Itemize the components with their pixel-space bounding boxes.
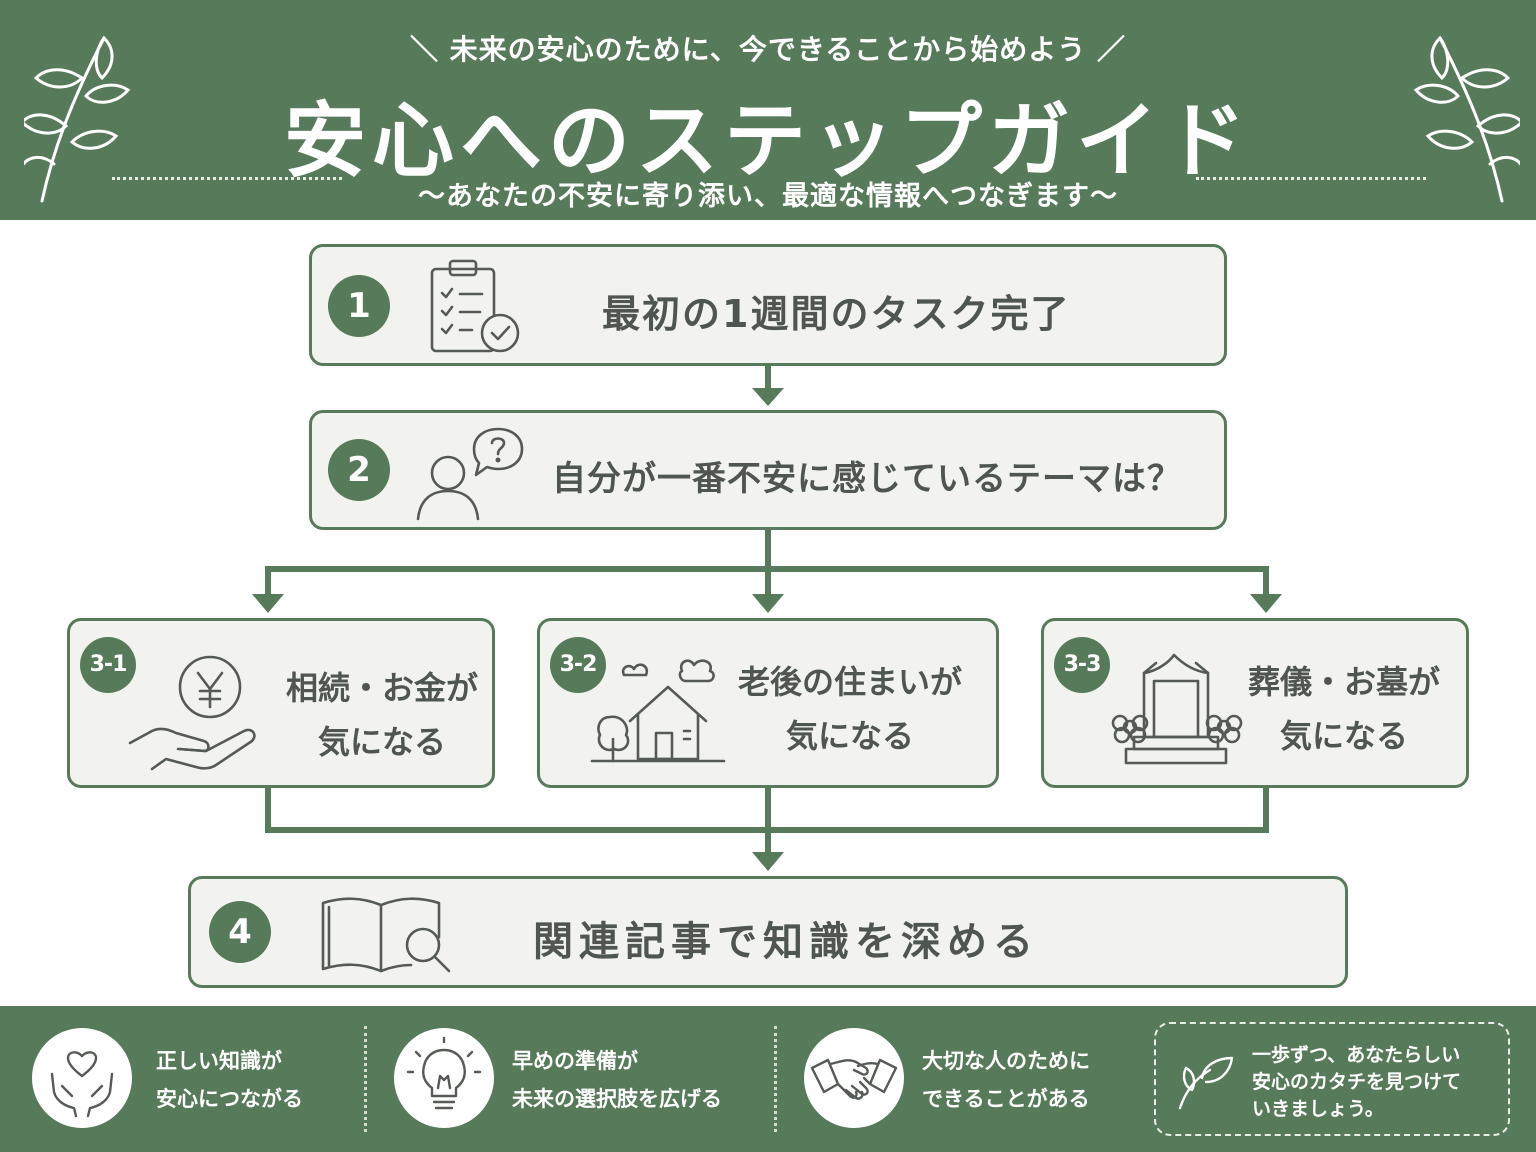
step-3-2-line2: 気になる — [786, 717, 915, 755]
footer-item-2-text: 早めの準備が 未来の選択肢を広げる — [512, 1042, 722, 1118]
step-4-label: 関連記事で知識を深める — [533, 919, 1039, 965]
grave-flowers-icon — [1111, 653, 1243, 765]
header-banner: ＼ 未来の安心のために、今できることから始めよう ／ 安心へのステップガイド 〜… — [0, 0, 1536, 220]
step-2-label: 自分が一番不安に感じているテーマは？ — [552, 459, 1182, 499]
footer-item-1-badge — [32, 1028, 132, 1128]
leaf-icon — [1178, 1056, 1234, 1110]
step-3-1-number: 3-1 — [80, 637, 136, 693]
step-3-1-line2: 気になる — [318, 723, 447, 761]
person-question-icon — [416, 427, 524, 521]
step-3-3-box: 3-3 葬儀・お墓が 気になる — [1041, 618, 1469, 788]
footer-item-1-line2: 安心につながる — [156, 1087, 303, 1111]
step-2-box: 2 自分が一番不安に感じているテーマは？ — [309, 410, 1227, 530]
lightbulb-icon — [406, 1036, 482, 1110]
left-leaf-branch-icon — [24, 35, 131, 203]
page-title: 安心へのステップガイド — [283, 94, 1252, 189]
footer-message-line1: 一歩ずつ、あなたらしい — [1252, 1044, 1461, 1066]
footer-item-1-line1: 正しい知識が — [156, 1049, 282, 1073]
arrow-2-to-31 — [252, 594, 284, 613]
step-3-3-number: 3-3 — [1054, 637, 1110, 693]
step-3-1-line1: 相続・お金が — [286, 669, 479, 707]
footer-item-2-line1: 早めの準備が — [512, 1049, 638, 1073]
footer-item-3-text: 大切な人のために できることがある — [922, 1042, 1090, 1118]
footer-message-box: 一歩ずつ、あなたらしい 安心のカタチを見つけて いきましょう。 — [1154, 1022, 1510, 1136]
heart-hands-icon — [50, 1051, 114, 1118]
footer-item-3-line2: できることがある — [922, 1087, 1090, 1111]
footer-item-3-line1: 大切な人のために — [922, 1049, 1090, 1073]
footer-item-2-badge — [394, 1028, 494, 1128]
step-3-3-label: 葬儀・お墓が 気になる — [1248, 655, 1440, 763]
arrow-3-to-4 — [752, 852, 784, 871]
step-3-2-label: 老後の住まいが 気になる — [738, 655, 962, 763]
step-3-2-number: 3-2 — [550, 637, 606, 693]
arrow-1-to-2 — [752, 388, 784, 406]
footer-divider-1 — [364, 1026, 367, 1132]
step-3-3-line2: 気になる — [1280, 717, 1409, 755]
step-1-box: 1 最初の1週間のタスク完了 — [309, 244, 1227, 366]
footer-message-line2: 安心のカタチを見つけて — [1252, 1071, 1462, 1093]
step-3-1-box: 3-1 相続・お金が 気になる — [67, 618, 495, 788]
footer-item-2-line2: 未来の選択肢を広げる — [512, 1087, 722, 1111]
house-icon — [590, 659, 726, 763]
step-3-2-box: 3-2 老後の住まいが 気になる — [537, 618, 999, 788]
yen-hand-icon — [128, 655, 256, 771]
header-tagline: ＼ 未来の安心のために、今できることから始めよう ／ — [409, 33, 1127, 66]
step-3-3-line1: 葬儀・お墓が — [1248, 663, 1441, 701]
step-3-2-line1: 老後の住まいが — [738, 663, 963, 701]
footer-message-text: 一歩ずつ、あなたらしい 安心のカタチを見つけて いきましょう。 — [1252, 1042, 1461, 1123]
step-3-1-label: 相続・お金が 気になる — [286, 661, 478, 769]
footer-message-line3: いきましょう。 — [1252, 1098, 1384, 1120]
clipboard-check-icon — [430, 259, 520, 353]
right-leaf-branch-icon — [1413, 35, 1520, 203]
step-1-number: 1 — [328, 275, 390, 337]
book-search-icon — [321, 897, 451, 973]
footer-item-3-badge — [804, 1028, 904, 1128]
step-4-number: 4 — [209, 901, 271, 963]
handshake-icon — [810, 1058, 898, 1100]
footer-banner: 正しい知識が 安心につながる 早めの準備が 未来の選択肢を広げる — [0, 1006, 1536, 1152]
left-dotted-divider — [112, 177, 342, 180]
right-dotted-divider — [1196, 177, 1426, 180]
arrow-2-to-33 — [1250, 594, 1282, 613]
step-4-box: 4 関連記事で知識を深める — [188, 876, 1348, 988]
footer-item-1-text: 正しい知識が 安心につながる — [156, 1042, 303, 1118]
header-subtitle: 〜あなたの不安に寄り添い、最適な情報へつなぎます〜 — [418, 181, 1118, 212]
footer-divider-2 — [774, 1026, 777, 1132]
step-2-number: 2 — [328, 439, 390, 501]
arrow-2-to-32 — [752, 594, 784, 613]
step-1-label: 最初の1週間のタスク完了 — [602, 292, 1071, 336]
